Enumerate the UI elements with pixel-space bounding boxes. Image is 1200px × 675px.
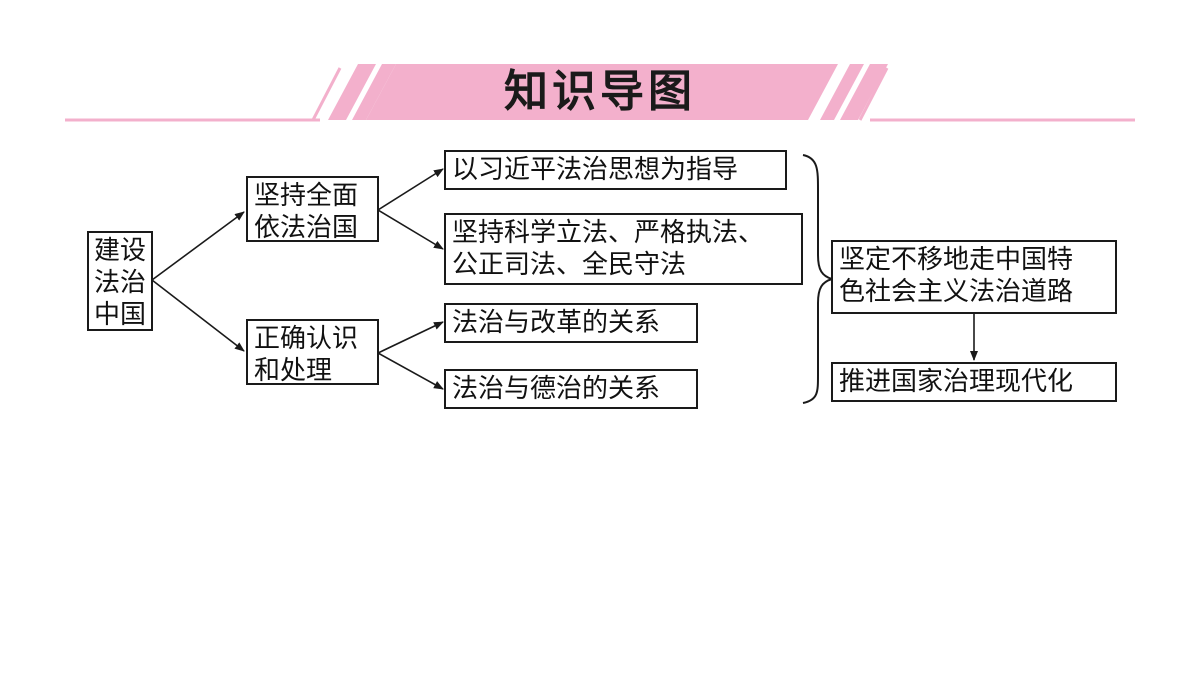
branch1-node: 坚持全面 依法治国	[246, 176, 379, 243]
banner-slash-right-1	[820, 64, 864, 120]
leaf1-text: 以习近平法治思想为指导	[452, 155, 739, 185]
leaf2-node: 坚持科学立法、严格执法、 公正司法、全民守法	[444, 213, 803, 285]
arrow-root-to-branch2	[151, 279, 245, 352]
arrow-branch2-to-leaf4	[377, 352, 444, 390]
outcome-line-1: 坚定不移地走中国特	[839, 245, 1074, 275]
final-node: 推进国家治理现代化	[831, 362, 1117, 402]
leaf1-node: 以习近平法治思想为指导	[444, 150, 787, 190]
root-line-2: 法治	[93, 268, 146, 298]
leaf3-node: 法治与改革的关系	[444, 303, 698, 343]
arrow-root-to-branch1	[151, 211, 245, 281]
leaf3-text: 法治与改革的关系	[452, 308, 661, 338]
banner-slash-right-outer	[858, 67, 889, 121]
final-text: 推进国家治理现代化	[839, 367, 1074, 397]
leaf4-node: 法治与德治的关系	[444, 369, 698, 409]
leaf2-line-1: 坚持科学立法、严格执法、	[452, 218, 765, 248]
arrow-branch1-to-leaf2	[377, 209, 444, 250]
leaf4-text: 法治与德治的关系	[452, 374, 661, 404]
branch1-line-1: 坚持全面	[254, 181, 359, 211]
banner-slash-right-2	[840, 64, 888, 120]
page-title: 知识导图	[504, 66, 696, 117]
root-node: 建设 法治 中国	[87, 231, 153, 331]
right-brace	[802, 154, 836, 404]
banner-slash-left-1	[328, 64, 376, 120]
banner-slash-left-2	[352, 64, 396, 120]
arrow-branch2-to-leaf3	[377, 321, 444, 354]
branch2-line-2: 和处理	[254, 356, 333, 386]
leaf2-line-2: 公正司法、全民守法	[452, 250, 687, 280]
branch2-line-1: 正确认识	[254, 324, 359, 354]
branch2-node: 正确认识 和处理	[246, 319, 379, 386]
branch1-line-2: 依法治国	[254, 213, 359, 243]
arrow-branch1-to-leaf1	[377, 168, 444, 211]
outcome-line-2: 色社会主义法治道路	[839, 277, 1074, 307]
banner-main-plate	[366, 64, 838, 120]
root-line-1: 建设	[93, 236, 146, 266]
root-line-3: 中国	[93, 300, 146, 330]
outcome-node: 坚定不移地走中国特 色社会主义法治道路	[831, 240, 1117, 314]
banner-slash-left-outer	[311, 67, 342, 121]
title-banner	[65, 64, 1135, 122]
